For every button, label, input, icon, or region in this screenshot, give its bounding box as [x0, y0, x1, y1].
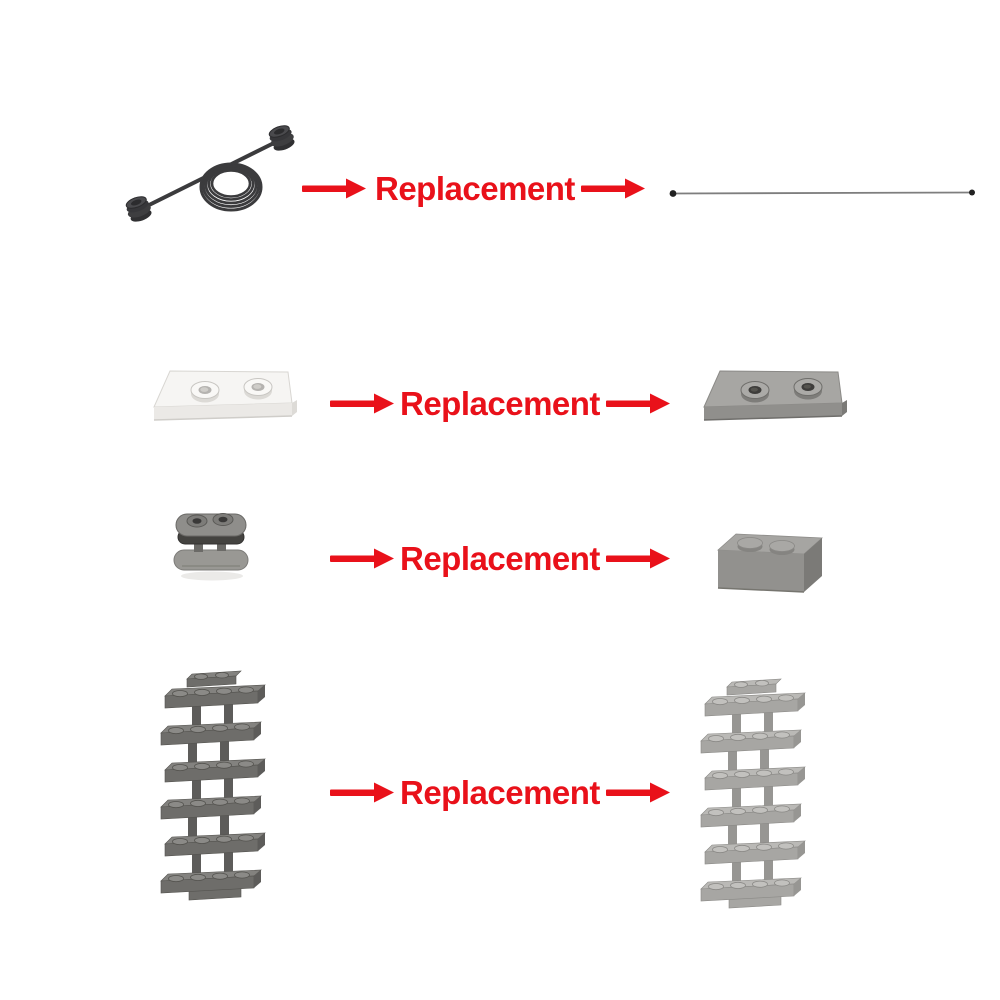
row2-left-part-white-plate-2-hollow-studs: [153, 370, 297, 421]
solid-stud-icon: [769, 540, 795, 555]
row4-right-part-light-gray-plate-ladder: [701, 679, 805, 908]
solid-stud-icon: [737, 537, 763, 552]
row4-left-part-dark-gray-plate-ladder: [161, 671, 265, 900]
hollow-stud-icon: [243, 378, 273, 400]
replacement-label: Replacement: [400, 385, 600, 422]
arrow-right-icon: [330, 548, 394, 569]
string-end-stud-icon: [268, 125, 295, 151]
hollow-stud-icon: [212, 513, 234, 526]
replacement-label: Replacement: [400, 774, 600, 811]
hollow-stud-icon: [793, 378, 823, 400]
replacement-label: Replacement: [375, 170, 575, 207]
arrow-right-icon: [606, 782, 670, 803]
arrow-right-icon: [581, 178, 645, 199]
hollow-stud-icon: [190, 381, 220, 403]
arrow-right-icon: [302, 178, 366, 199]
arrow-right-icon: [330, 393, 394, 414]
row1-left-part-coiled-string-with-end-studs: [125, 125, 295, 222]
row2-right-part-gray-plate-2-hollow-studs: [703, 370, 847, 421]
hollow-stud-icon: [186, 514, 208, 528]
arrow-right-icon: [330, 782, 394, 803]
row3-right-part-gray-brick-1x2: [716, 533, 824, 593]
string-end-stud-icon: [125, 196, 152, 222]
arrow-right-icon: [606, 548, 670, 569]
hollow-stud-icon: [740, 381, 770, 403]
row1-right-part-stretched-string: [669, 189, 975, 197]
replacement-label: Replacement: [400, 540, 600, 577]
row3-left-part-rounded-plate-stack: [173, 513, 249, 581]
arrow-right-icon: [606, 393, 670, 414]
